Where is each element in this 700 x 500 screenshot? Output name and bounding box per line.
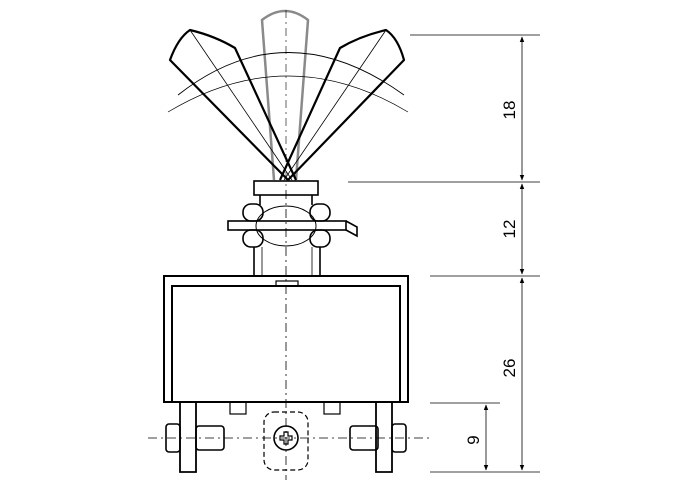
dimension-lines [348,34,540,473]
washer-plate [227,220,347,231]
dim-label-terminal: 9 [464,435,483,444]
dim-label-body: 26 [500,359,519,378]
body-outer-frame [163,275,409,403]
nut-left-lower [242,229,264,248]
mounting-leg-left [179,402,197,473]
nut-left-upper [242,203,264,222]
switch-body [163,275,409,473]
lever-travel-arc-inner [167,75,409,113]
nut-right-upper [309,203,331,222]
lever-center-position [260,9,310,181]
dim-label-lever: 18 [500,101,519,120]
lever-travel-arc-outer [177,52,405,96]
lever-group [167,9,409,186]
nut-right-lower [309,229,331,248]
locking-tab [345,220,358,238]
bushing-group [227,180,358,276]
body-top-notch [275,280,299,287]
terminal-lug-right-outer [391,423,407,453]
dim-label-bushing: 12 [500,220,519,239]
